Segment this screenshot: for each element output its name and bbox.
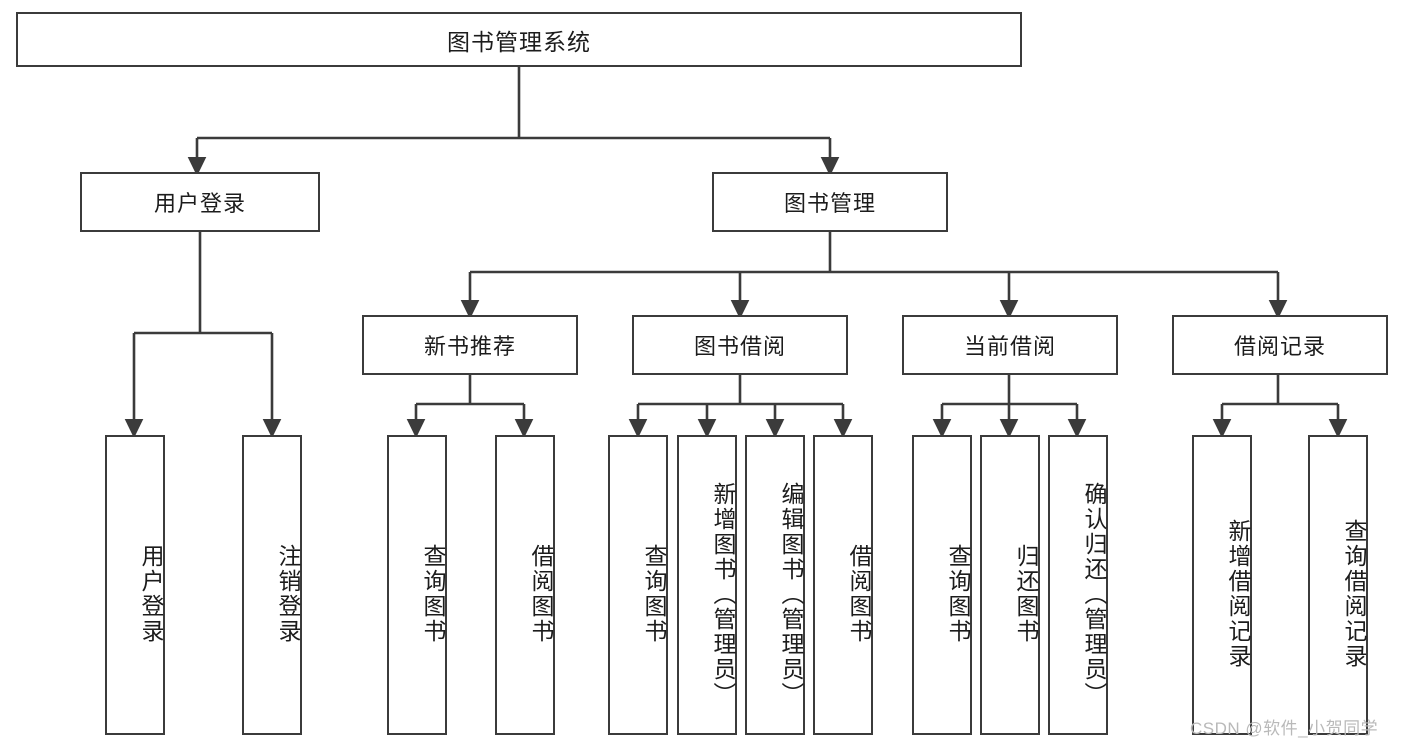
- leaf-label: 查询图书: [420, 544, 446, 644]
- leaf-label: 注销登录: [275, 544, 301, 644]
- leaf-record-add-record[interactable]: 新增借阅记录: [1192, 435, 1252, 735]
- node-user-login[interactable]: 用户登录: [80, 172, 320, 232]
- leaf-current-query-book[interactable]: 查询图书: [912, 435, 972, 735]
- node-user-login-label: 用户登录: [153, 191, 246, 216]
- leaf-label: 新增图书（管理员）: [710, 481, 736, 707]
- csdn-watermark: CSDN @软件_小贺同学: [1190, 719, 1379, 738]
- node-current-borrow[interactable]: 当前借阅: [902, 315, 1118, 375]
- node-book-management[interactable]: 图书管理: [712, 172, 948, 232]
- node-new-book-recommend[interactable]: 新书推荐: [362, 315, 578, 375]
- node-root-book-management-system[interactable]: 图书管理系统: [16, 12, 1022, 67]
- node-current-borrow-label: 当前借阅: [963, 334, 1056, 359]
- node-new-book-recommend-label: 新书推荐: [423, 334, 516, 359]
- node-book-borrow[interactable]: 图书借阅: [632, 315, 848, 375]
- node-book-management-label: 图书管理: [783, 191, 876, 216]
- leaf-label: 归还图书: [1013, 544, 1039, 644]
- node-borrow-record[interactable]: 借阅记录: [1172, 315, 1388, 375]
- leaf-recommend-query-book[interactable]: 查询图书: [387, 435, 447, 735]
- node-root-label: 图书管理系统: [447, 28, 591, 55]
- node-book-borrow-label: 图书借阅: [693, 334, 786, 359]
- leaf-current-confirm-return-admin[interactable]: 确认归还（管理员）: [1048, 435, 1108, 735]
- node-borrow-record-label: 借阅记录: [1233, 334, 1326, 359]
- leaf-label: 借阅图书: [846, 544, 872, 644]
- leaf-label: 确认归还（管理员）: [1081, 481, 1107, 707]
- leaf-user-login-signin[interactable]: 用户登录: [105, 435, 165, 735]
- leaf-borrow-query-book[interactable]: 查询图书: [608, 435, 668, 735]
- leaf-label: 查询图书: [945, 544, 971, 644]
- leaf-label: 查询借阅记录: [1341, 519, 1367, 669]
- leaf-label: 查询图书: [641, 544, 667, 644]
- leaf-recommend-borrow-book[interactable]: 借阅图书: [495, 435, 555, 735]
- leaf-current-return-book[interactable]: 归还图书: [980, 435, 1040, 735]
- leaf-borrow-add-book-admin[interactable]: 新增图书（管理员）: [677, 435, 737, 735]
- leaf-label: 用户登录: [138, 544, 164, 644]
- leaf-record-query-record[interactable]: 查询借阅记录: [1308, 435, 1368, 735]
- leaf-label: 新增借阅记录: [1225, 519, 1251, 669]
- leaf-label: 编辑图书（管理员）: [778, 481, 804, 707]
- leaf-user-login-signout[interactable]: 注销登录: [242, 435, 302, 735]
- leaf-borrow-borrow-book[interactable]: 借阅图书: [813, 435, 873, 735]
- leaf-borrow-edit-book-admin[interactable]: 编辑图书（管理员）: [745, 435, 805, 735]
- leaf-label: 借阅图书: [528, 544, 554, 644]
